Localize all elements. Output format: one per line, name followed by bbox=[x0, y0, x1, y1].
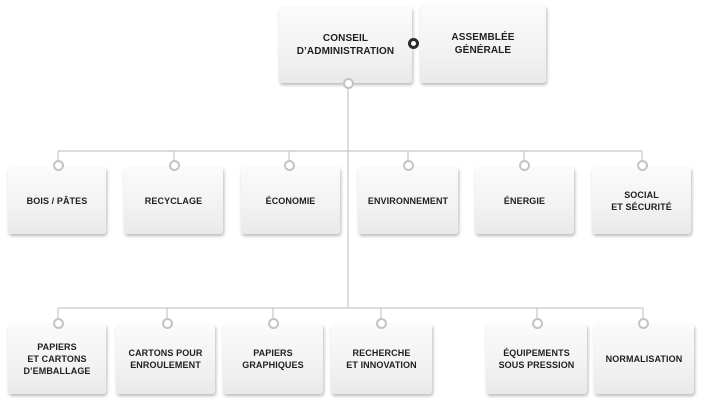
committee-box-graphic-papers: PAPIERS GRAPHIQUES bbox=[223, 324, 323, 394]
committee-connector-dot bbox=[376, 318, 387, 329]
committee-box-social-safety: SOCIAL ET SÉCURITÉ bbox=[592, 167, 691, 234]
committee-label: ÉQUIPEMENTS SOUS PRESSION bbox=[498, 348, 575, 370]
general-assembly-label: ASSEMBLÉE GÉNÉRALE bbox=[451, 32, 515, 56]
committee-connector-dot bbox=[162, 318, 173, 329]
committee-box-environment: ENVIRONNEMENT bbox=[358, 167, 458, 234]
committee-label: RECHERCHE ET INNOVATION bbox=[346, 348, 417, 370]
committee-label: SOCIAL ET SÉCURITÉ bbox=[611, 189, 672, 212]
committee-label: PAPIERS GRAPHIQUES bbox=[242, 348, 304, 370]
committee-box-packaging: PAPIERS ET CARTONS D’EMBALLAGE bbox=[8, 324, 106, 394]
committee-connector-dot bbox=[284, 160, 295, 171]
committee-box-wood-pulp: BOIS / PÂTES bbox=[8, 167, 106, 234]
committee-connector-dot bbox=[637, 160, 648, 171]
committee-label: ÉNERGIE bbox=[503, 195, 546, 206]
committee-connector-dot bbox=[268, 318, 279, 329]
committee-connector-dot bbox=[53, 318, 64, 329]
committee-label: ÉCONOMIE bbox=[265, 195, 316, 206]
committee-box-winding-boards: CARTONS POUR ENROULEMENT bbox=[116, 324, 215, 394]
committee-connector-dot bbox=[638, 318, 649, 329]
committee-connector-dot bbox=[169, 160, 180, 171]
committee-label: BOIS / PÂTES bbox=[26, 195, 88, 206]
committee-connector-dot bbox=[519, 160, 530, 171]
board-connector-dot bbox=[343, 78, 354, 89]
board-box: CONSEIL D’ADMINISTRATION bbox=[279, 7, 412, 83]
committee-box-energy: ÉNERGIE bbox=[475, 167, 574, 234]
committee-box-standardisation: NORMALISATION bbox=[594, 324, 694, 394]
committee-box-pressure-equipment: ÉQUIPEMENTS SOUS PRESSION bbox=[486, 324, 587, 394]
committee-box-recycling: RECYCLAGE bbox=[124, 167, 223, 234]
committee-label: RECYCLAGE bbox=[144, 195, 203, 206]
committee-label: NORMALISATION bbox=[605, 354, 683, 364]
general-assembly-box: ASSEMBLÉE GÉNÉRALE bbox=[420, 5, 546, 83]
committee-box-economy: ÉCONOMIE bbox=[241, 167, 340, 234]
committee-box-research-innovation: RECHERCHE ET INNOVATION bbox=[331, 324, 432, 394]
committee-label: ENVIRONNEMENT bbox=[367, 195, 449, 206]
board-assembly-link-dot bbox=[408, 38, 419, 49]
committee-connector-dot bbox=[532, 318, 543, 329]
board-label: CONSEIL D’ADMINISTRATION bbox=[296, 33, 395, 57]
committee-connector-dot bbox=[53, 160, 64, 171]
committee-label: CARTONS POUR ENROULEMENT bbox=[128, 348, 203, 370]
committee-connector-dot bbox=[403, 160, 414, 171]
committee-label: PAPIERS ET CARTONS D’EMBALLAGE bbox=[23, 342, 91, 376]
